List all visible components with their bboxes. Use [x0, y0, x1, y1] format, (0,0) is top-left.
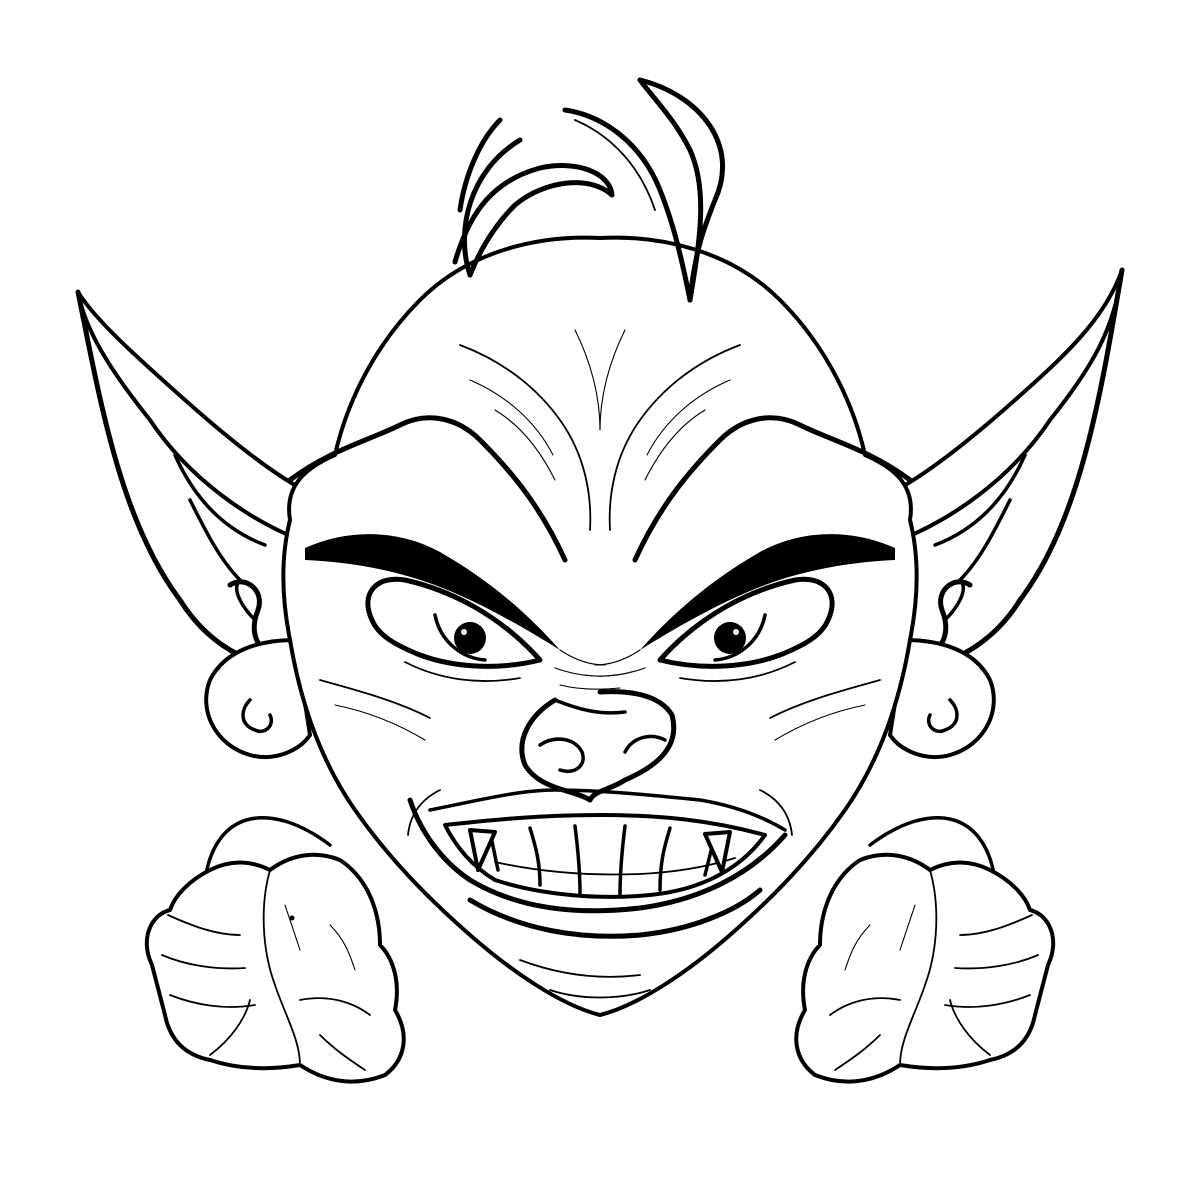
brow-ridge [287, 415, 913, 563]
left-ear [75, 289, 312, 760]
left-hand [144, 815, 406, 1084]
mouth [407, 788, 788, 978]
nose-bridge-creases [554, 649, 646, 690]
right-eye [657, 576, 835, 682]
right-hand [794, 815, 1056, 1084]
forehead-creases [459, 329, 741, 531]
hair-tuft [452, 77, 726, 303]
right-eyebrow [640, 534, 895, 650]
right-ear [888, 267, 1125, 760]
cheek-lines [319, 679, 881, 836]
left-eyebrow [305, 534, 560, 650]
chin [549, 989, 651, 999]
left-eye [365, 576, 543, 682]
